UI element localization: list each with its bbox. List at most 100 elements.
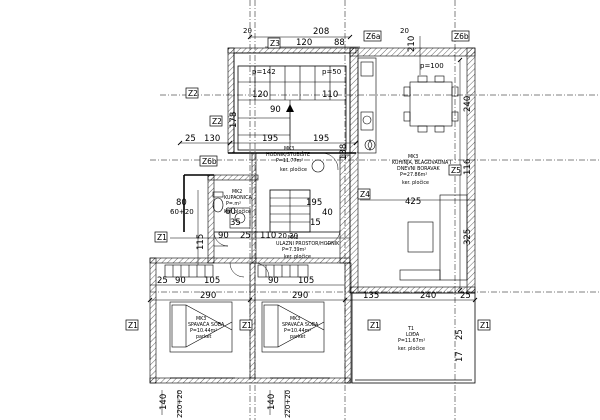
svg-text:ker. pločice: ker. pločice [224, 208, 251, 215]
up-arrow-icon [286, 104, 294, 140]
dim-80: 80 [176, 198, 187, 208]
dim-90c: 90 [175, 276, 186, 286]
dim-240a: 240 [463, 96, 473, 112]
dim-195a: 195 [262, 134, 278, 144]
bathroom-fixtures [212, 191, 251, 229]
room-spavaca-soba-1: MK3 SPAVAĆA SOBA P=10.44m² parket [188, 316, 225, 340]
wall-tag-z4: Z4 [360, 190, 370, 199]
compass-icon [364, 139, 376, 151]
dim-120-top: 120 [296, 38, 312, 48]
dim-60-20: 60+20 [170, 208, 194, 216]
dim-90d: 90 [268, 276, 279, 286]
wall-tag-z1-right: Z1 [480, 321, 490, 330]
dim-195b: 195 [313, 134, 329, 144]
svg-text:P=10.44m²: P=10.44m² [190, 328, 217, 334]
dim-210: 210 [407, 36, 417, 52]
dim-425: 425 [405, 197, 421, 207]
svg-text:HODNIK/STUBIŠTE: HODNIK/STUBIŠTE [266, 151, 310, 158]
dim-140b: 140 [267, 394, 277, 410]
dim-130: 130 [204, 134, 220, 144]
svg-text:P=11.77m²: P=11.77m² [276, 158, 303, 164]
dim-178: 178 [229, 112, 239, 128]
dim-110b: 110 [260, 231, 276, 241]
svg-text:MK3: MK3 [288, 235, 298, 241]
svg-text:P=27.86m²: P=27.86m² [400, 172, 427, 178]
doors [213, 152, 341, 278]
svg-text:SPAVAĆA SOBA: SPAVAĆA SOBA [282, 321, 319, 328]
dim-20a: 20 [243, 27, 252, 35]
dim-60: 60 [225, 207, 236, 217]
dim-90: 90 [270, 105, 281, 115]
wall-tag-z6b: Z6b [202, 157, 217, 166]
wall-tag-z2-lower: Z2 [212, 117, 222, 126]
wall-tag-z2-upper: Z2 [188, 89, 198, 98]
room-hodnik: MK3 HODNIK/STUBIŠTE P=11.77m² ker. ploči… [266, 146, 310, 173]
dim-116: 116 [463, 159, 473, 175]
wall-tag-z6b-top: Z6b [454, 32, 469, 41]
svg-text:ker. pločice: ker. pločice [398, 345, 425, 352]
dimension-lines [147, 34, 478, 415]
svg-text:ker. pločice: ker. pločice [402, 179, 429, 186]
svg-text:T1: T1 [407, 326, 414, 332]
dim-25e: 25 [455, 329, 465, 340]
dim-195c: 195 [306, 198, 322, 208]
room-spavaca-soba-2: MK3 SPAVAĆA SOBA P=10.44m² parket [282, 316, 319, 340]
dim-220a: 220+20 [176, 390, 184, 418]
svg-text:parket: parket [290, 334, 306, 340]
svg-text:MK3: MK3 [196, 316, 206, 322]
wall-tag-z1-loda: Z1 [370, 321, 380, 330]
dim-35: 35 [230, 218, 241, 228]
kitchen-furniture [311, 57, 468, 281]
dim-110: 110 [322, 90, 338, 100]
dim-40: 40 [322, 208, 333, 218]
room-loda: T1 LOĐA P=11.67m² ker. pločice [398, 326, 425, 352]
svg-text:parket: parket [196, 334, 212, 340]
wall-tag-z6a: Z6a [366, 32, 381, 41]
room-kupaonica: MK2 KUPAONICA P=.m² ker. pločice [224, 189, 252, 215]
dim-105b: 105 [204, 276, 220, 286]
dim-17: 17 [455, 351, 465, 362]
stairs [237, 65, 347, 233]
svg-text:SPAVAĆA SOBA: SPAVAĆA SOBA [188, 321, 225, 328]
dim-20b: 20 [400, 27, 409, 35]
svg-text:KUPAONICA: KUPAONICA [224, 195, 252, 201]
dim-138: 138 [339, 144, 349, 160]
wall-tag-z5: Z5 [451, 166, 461, 175]
dim-135: 135 [363, 291, 379, 301]
bedroom-furniture [164, 264, 330, 379]
wall-tags: Z6a Z6b Z3 Z2 Z2 Z6b Z5 Z1 Z1 Z1 Z1 Z1 Z… [125, 30, 491, 331]
svg-text:P=10.44m²: P=10.44m² [284, 328, 311, 334]
wall-tag-z1-left: Z1 [157, 233, 167, 242]
axis-lines [150, 0, 600, 420]
svg-text:P=7.39m²: P=7.39m² [282, 247, 306, 253]
svg-text:ker. pločice: ker. pločice [284, 253, 311, 260]
svg-text:MK3: MK3 [284, 146, 294, 152]
dim-p100: p=100 [420, 62, 444, 70]
dim-240b: 240 [420, 291, 436, 301]
dim-115: 115 [196, 234, 206, 250]
svg-text:LOĐA: LOĐA [406, 332, 420, 338]
svg-text:KUHINJA, BLAGOVAONA I: KUHINJA, BLAGOVAONA I [392, 160, 451, 166]
dim-105c: 105 [298, 276, 314, 286]
dim-290a: 290 [200, 291, 216, 301]
svg-text:P=11.67m²: P=11.67m² [398, 338, 425, 344]
dim-25d: 25 [460, 291, 471, 301]
dim-p50: p=50 [322, 68, 341, 76]
svg-text:DNEVNI BORAVAK: DNEVNI BORAVAK [397, 166, 440, 172]
dim-20-20: 20 20 [278, 232, 298, 240]
dim-88: 88 [334, 38, 345, 48]
svg-text:P=.m²: P=.m² [226, 201, 241, 207]
dim-90b: 90 [218, 231, 229, 241]
dim-120: 120 [252, 90, 268, 100]
dim-220b: 220+20 [284, 390, 292, 418]
dim-290b: 290 [292, 291, 308, 301]
dimension-labels: 208 120 88 20 20 p=100 p=142 p=50 120 11… [157, 27, 473, 418]
svg-text:MK2: MK2 [232, 189, 242, 195]
dim-25a: 25 [185, 134, 196, 144]
dim-25b: 25 [240, 231, 251, 241]
dim-208: 208 [313, 27, 329, 37]
svg-text:ker. pločice: ker. pločice [280, 166, 307, 173]
svg-text:MK3: MK3 [408, 154, 418, 160]
wall-tag-z1-mid: Z1 [242, 321, 252, 330]
